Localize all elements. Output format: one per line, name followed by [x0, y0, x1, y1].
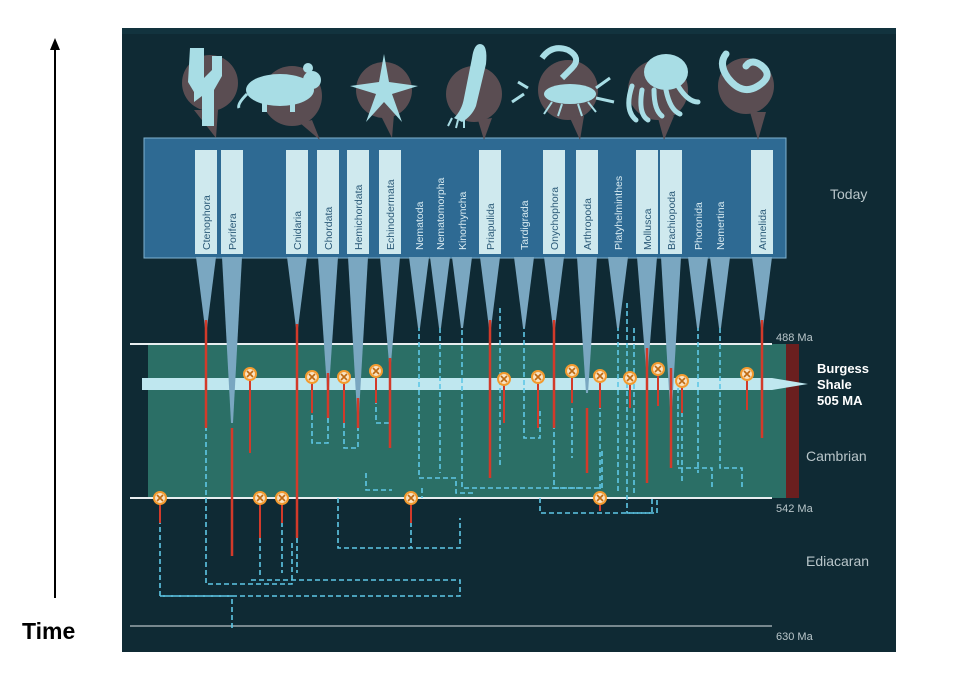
phylum-label-box [543, 150, 565, 254]
phylum-spindle [348, 257, 368, 413]
phylum-label-box [751, 150, 773, 254]
phylum-spindle [577, 257, 597, 393]
burgess-label-2: Shale [817, 377, 852, 392]
cambrian-band [148, 344, 793, 498]
fossil-marker-cross [626, 374, 634, 382]
octopus-icon [626, 54, 701, 140]
phylum-label-mollusca: Mollusca [642, 208, 654, 250]
phylum-label-box [660, 150, 682, 254]
phylum-spindle [608, 257, 628, 328]
phylum-spindle [287, 257, 307, 328]
phylum-label-echinodermata: Echinodermata [385, 179, 397, 250]
phylum-label-cnidaria: Cnidaria [292, 211, 304, 250]
phylum-label-box [347, 150, 369, 254]
time-axis-arrow [50, 38, 60, 598]
phylum-spindle [196, 257, 216, 328]
earthworm-icon [718, 50, 774, 140]
phylum-spindle [637, 257, 657, 368]
fossil-marker-cross [407, 494, 415, 502]
phylum-label-box [636, 150, 658, 254]
burgess-shale-arrow [142, 378, 808, 390]
phylum-label-platyhelminthes: Platyhelminthes [613, 176, 625, 250]
phylum-spindle [430, 257, 450, 328]
period-today: Today [830, 186, 867, 202]
phylum-label-box [286, 150, 308, 254]
phylum-spindle [380, 257, 400, 363]
phylum-spindle [661, 257, 681, 408]
phylum-spindle [688, 257, 708, 328]
phylum-spindle [710, 257, 730, 328]
phylum-label-kinorhyncha: Kinorhyncha [457, 191, 469, 250]
phylum-label-box [195, 150, 217, 254]
fossil-marker-cross [256, 494, 264, 502]
fossil-marker-cross [743, 370, 751, 378]
phylum-label-priapulida: Priapulida [485, 203, 497, 250]
phylum-label-hemichordata: Hemichordata [353, 184, 365, 250]
scorpion-icon [511, 45, 615, 140]
cambrian-edge [786, 344, 799, 498]
phylum-label-box [221, 150, 243, 254]
time-mark-488: 488 Ma [776, 332, 814, 344]
period-ediacaran: Ediacaran [806, 553, 869, 569]
phylum-label-nematomorpha: Nematomorpha [435, 177, 447, 250]
phylum-label-box [317, 150, 339, 254]
phylum-label-brachiopoda: Brachiopoda [666, 191, 678, 250]
time-mark-630: 630 Ma [776, 631, 814, 643]
time-mark-542: 542 Ma [776, 503, 814, 515]
phylum-spindle [222, 257, 242, 423]
priapulid-worm-icon [446, 44, 502, 140]
phylum-label-ctenophora: Ctenophora [201, 195, 213, 250]
phylum-label-porifera: Porifera [227, 213, 239, 250]
fossil-marker-cross [654, 365, 662, 373]
sponge-icon [182, 48, 238, 138]
fossil-marker-cross [372, 367, 380, 375]
fossil-marker-cross [534, 373, 542, 381]
fossil-marker-cross [246, 370, 254, 378]
burgess-label-3: 505 MA [817, 393, 863, 408]
period-cambrian: Cambrian [806, 448, 867, 464]
fossil-marker-cross [278, 494, 286, 502]
phylum-label-annelida: Annelida [757, 209, 769, 250]
phylum-spindle [480, 257, 500, 328]
phylum-spindle [318, 257, 338, 388]
fossil-markers [153, 362, 754, 505]
fossil-marker-cross [500, 375, 508, 383]
diagram-background [122, 28, 896, 652]
phylum-label-arthropoda: Arthropoda [582, 198, 594, 250]
phylum-label-tardigrada: Tardigrada [519, 200, 531, 250]
phylum-label-onychophora: Onychophora [549, 187, 561, 250]
phylogeny-diagram: 488 Ma 542 Ma 630 Ma Today Cambrian Edia… [122, 28, 896, 652]
phylum-label-box [479, 150, 501, 254]
fossil-marker-cross [308, 373, 316, 381]
fossil-marker-cross [156, 494, 164, 502]
phylum-label-box [379, 150, 401, 254]
burgess-label-1: Burgess [817, 361, 869, 376]
mouse-icon [237, 63, 322, 140]
phylum-label-phoronida: Phoronida [693, 202, 705, 250]
fossil-marker-cross [596, 494, 604, 502]
starfish-icon [350, 54, 418, 138]
fossil-marker-cross [568, 367, 576, 375]
phylum-spindle [752, 257, 772, 328]
fossil-marker-cross [340, 373, 348, 381]
phylum-spindle [452, 257, 472, 328]
phylum-label-box [576, 150, 598, 254]
fossil-marker-cross [678, 377, 686, 385]
phylum-label-chordata: Chordata [323, 207, 335, 250]
phylum-label-nemertina: Nemertina [715, 201, 727, 250]
phylum-spindle [544, 257, 564, 328]
fossil-marker-cross [596, 372, 604, 380]
phylum-spindle [514, 257, 534, 328]
phylum-spindle [409, 257, 429, 328]
time-axis-label: Time [22, 618, 76, 644]
phylum-label-nematoda: Nematoda [414, 201, 426, 250]
